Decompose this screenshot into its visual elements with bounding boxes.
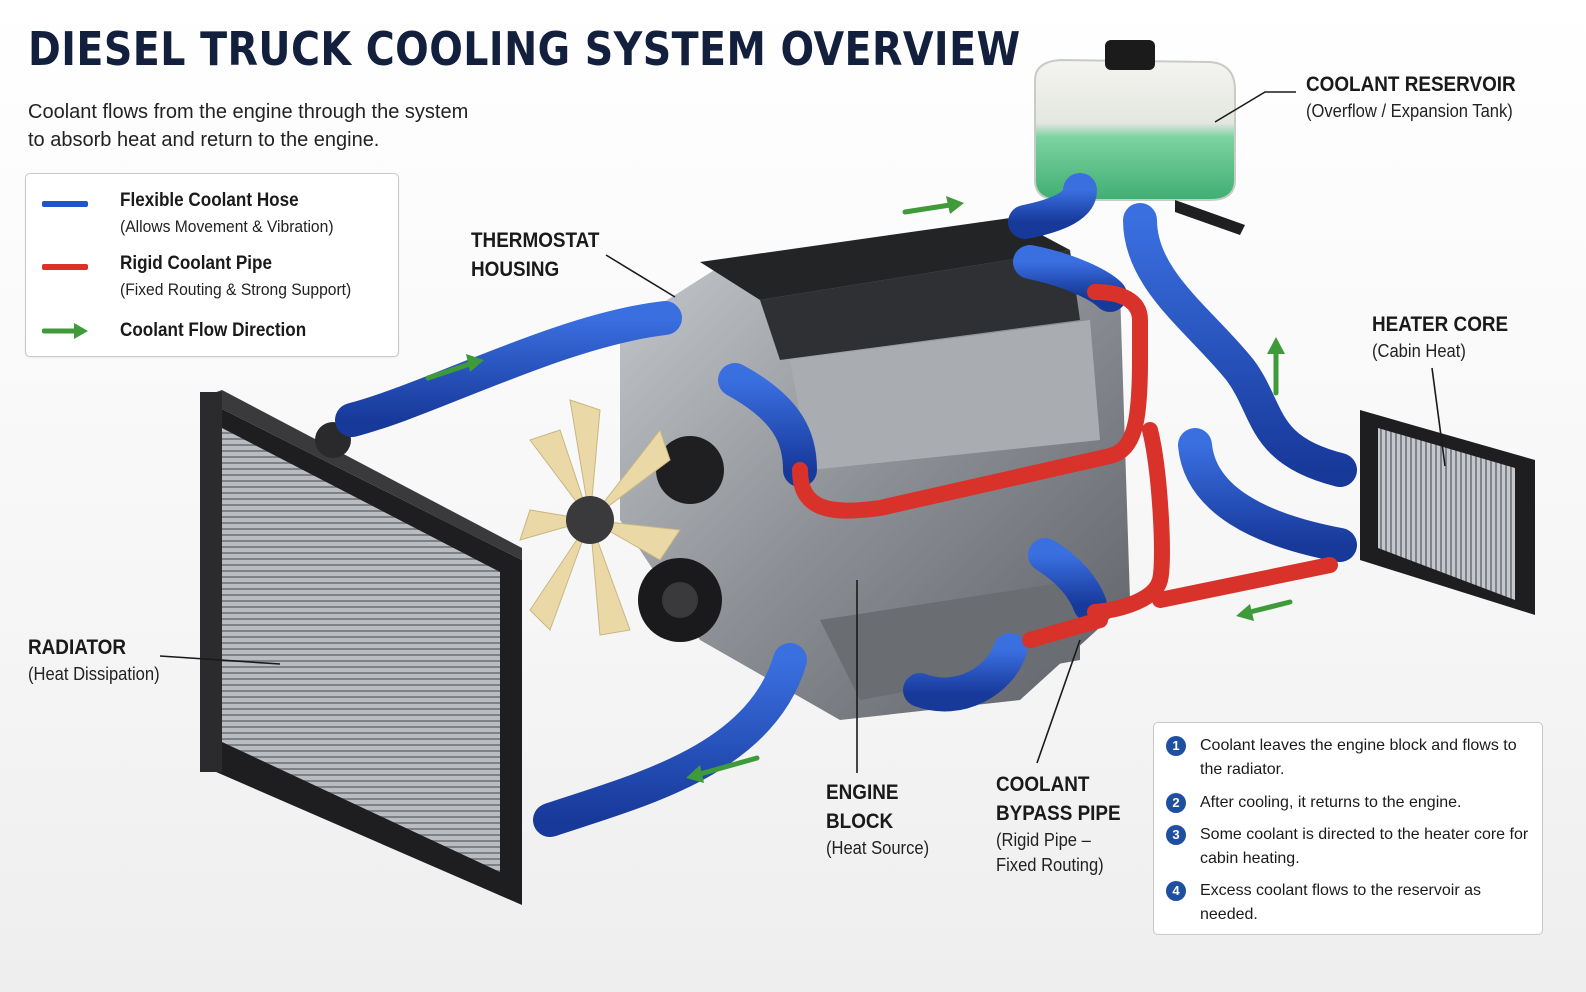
flexible-hoses — [335, 173, 1357, 837]
fan-illustration — [519, 399, 681, 636]
legend-hose-title: Flexible Coolant Hose — [120, 190, 299, 211]
step-text-3: Some coolant is directed to the heater c… — [1200, 826, 1529, 867]
bypass-pipe-label-desc-2: Fixed Routing) — [996, 855, 1104, 875]
engine-block-illustration — [620, 218, 1130, 720]
coolant-reservoir — [1034, 40, 1245, 235]
step-badge-1: 1 — [1166, 736, 1186, 756]
step-badge-4: 4 — [1166, 881, 1186, 901]
steps-panel: 1 Coolant leaves the engine block and fl… — [1153, 722, 1543, 935]
heater-core-label: HEATER CORE (Cabin Heat) — [1372, 310, 1523, 364]
step-text-2: After cooling, it returns to the engine. — [1200, 794, 1462, 811]
bypass-pipe-label-line-1: COOLANT — [996, 773, 1090, 796]
reservoir-label-title: COOLANT RESERVOIR — [1306, 73, 1516, 96]
thermostat-label: THERMOSTAT HOUSING — [471, 226, 614, 284]
radiator-label-title: RADIATOR — [28, 636, 127, 659]
step-text-1: Coolant leaves the engine block and flow… — [1200, 737, 1517, 778]
legend-pipe-desc: (Fixed Routing & Strong Support) — [120, 280, 352, 299]
radiator — [200, 390, 522, 905]
step-text-4: Excess coolant flows to the reservoir as… — [1200, 882, 1482, 923]
flow-arrow-icon — [42, 323, 88, 339]
engine-block-label: ENGINE BLOCK (Heat Source) — [826, 778, 938, 861]
rigid-pipes — [792, 284, 1338, 648]
radiator-label-desc: (Heat Dissipation) — [28, 664, 160, 684]
bypass-pipe-label: COOLANT BYPASS PIPE (Rigid Pipe – Fixed … — [996, 770, 1135, 878]
bypass-pipe-label-line-2: BYPASS PIPE — [996, 802, 1121, 825]
hose-swatch — [42, 201, 88, 207]
reservoir-label: COOLANT RESERVOIR (Overflow / Expansion … — [1306, 70, 1539, 124]
subtitle-line-1: Coolant flows from the engine through th… — [28, 101, 469, 123]
legend-pipe-title: Rigid Coolant Pipe — [120, 253, 273, 274]
legend: Flexible Coolant Hose (Allows Movement &… — [25, 173, 399, 357]
flow-direction-arrows — [425, 196, 1293, 783]
engine-block-label-line-2: BLOCK — [826, 810, 894, 833]
radiator-label: RADIATOR (Heat Dissipation) — [28, 633, 171, 687]
engine-block-label-desc: (Heat Source) — [826, 838, 930, 858]
heater-core-label-title: HEATER CORE — [1372, 313, 1509, 336]
legend-hose-desc: (Allows Movement & Vibration) — [120, 217, 334, 236]
reservoir-label-desc: (Overflow / Expansion Tank) — [1306, 101, 1513, 121]
step-badge-3: 3 — [1166, 825, 1186, 845]
bypass-pipe-label-desc-1: (Rigid Pipe – — [996, 830, 1091, 850]
callout-lines — [159, 91, 1446, 773]
heater-core-label-desc: (Cabin Heat) — [1372, 341, 1466, 361]
page-title: DIESEL TRUCK COOLING SYSTEM OVERVIEW — [28, 22, 1021, 76]
heater-core — [1360, 410, 1535, 615]
legend-flow-title: Coolant Flow Direction — [120, 320, 307, 341]
subtitle-line-2: to absorb heat and return to the engine. — [28, 129, 380, 151]
thermostat-label-line-2: HOUSING — [471, 258, 560, 281]
step-badge-2: 2 — [1166, 793, 1186, 813]
engine-block-label-line-1: ENGINE — [826, 781, 899, 804]
pipe-swatch — [42, 264, 88, 270]
thermostat-label-line-1: THERMOSTAT — [471, 229, 600, 252]
subtitle: Coolant flows from the engine through th… — [28, 98, 548, 154]
